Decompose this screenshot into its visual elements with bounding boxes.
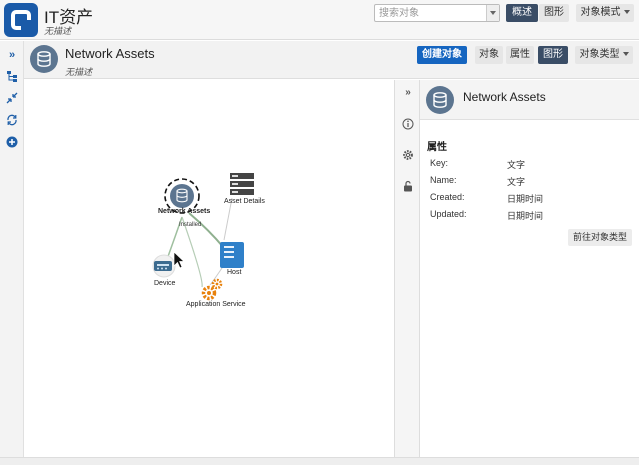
database-icon: [30, 45, 58, 73]
property-value: 日期时间: [507, 194, 544, 204]
detail-title: Network Assets: [463, 90, 546, 104]
device-node-icon: [152, 254, 176, 278]
object-type-button[interactable]: 对象类型: [575, 46, 633, 64]
detail-header: Network Assets: [420, 80, 639, 120]
property-key: Key:: [430, 158, 449, 168]
left-rail: »: [0, 41, 24, 465]
detail-panel: Network Assets 属性 Key: 文字 Name: 文字 Creat…: [420, 80, 639, 457]
info-icon[interactable]: [401, 118, 415, 132]
search-box: [374, 4, 500, 22]
lock-icon[interactable]: [401, 180, 415, 194]
edge-assetdetails-host: [223, 197, 233, 241]
tab-overview[interactable]: 概述: [506, 4, 538, 22]
graph-edges: [152, 173, 254, 301]
edge-label-installed: Installed: [179, 222, 202, 228]
search-input[interactable]: [375, 5, 487, 21]
property-key: Name:: [430, 175, 457, 185]
hierarchy-icon[interactable]: [5, 70, 19, 84]
property-value: 日期时间: [507, 211, 544, 221]
chevron-down-icon: [622, 52, 629, 57]
node-label-host[interactable]: Host: [227, 269, 242, 276]
property-value: 文字: [507, 177, 526, 187]
property-value: 文字: [507, 160, 526, 170]
network-assets-node-icon: [170, 184, 194, 208]
asset-title: Network Assets: [65, 46, 155, 61]
object-mode-label: 对象模式: [580, 7, 621, 18]
bottom-bar: [0, 457, 639, 465]
edge-network-appservice: [181, 216, 203, 288]
tab-graph-top[interactable]: 图形: [539, 4, 569, 22]
chevron-down-icon: [623, 10, 630, 15]
app-title: IT资产: [44, 8, 94, 27]
mouse-cursor-icon: [173, 251, 185, 269]
application-service-node-icon: [201, 278, 223, 301]
property-row: Key: 文字: [430, 158, 630, 172]
node-label-device[interactable]: Device: [154, 280, 176, 287]
expand-icon[interactable]: »: [405, 87, 411, 98]
property-key: Created:: [430, 192, 465, 202]
property-row: Updated: 日期时间: [430, 209, 630, 223]
node-label-network-assets[interactable]: Network Assets: [158, 208, 211, 215]
graph-canvas[interactable]: Network Assets Installed Asset Details H…: [24, 80, 394, 457]
tab-graph[interactable]: 图形: [538, 46, 568, 64]
app-logo-icon[interactable]: [4, 3, 38, 37]
node-label-asset-details[interactable]: Asset Details: [224, 198, 265, 205]
asset-subtitle: 无描述: [65, 67, 93, 77]
goto-object-type-button[interactable]: 前往对象类型: [568, 229, 632, 246]
search-dropdown-icon[interactable]: [486, 5, 499, 21]
sub-header: Network Assets 无描述 创建对象 对象 属性 图形 对象类型: [24, 41, 639, 79]
tab-attribute[interactable]: 属性: [506, 46, 534, 64]
property-row: Created: 日期时间: [430, 192, 630, 206]
app-subtitle: 无描述: [44, 26, 72, 36]
selected-ring: [164, 178, 200, 214]
host-node-icon: [220, 242, 244, 268]
top-header: IT资产 无描述 概述 图形 对象模式: [0, 0, 639, 40]
database-icon: [426, 86, 454, 114]
tab-object[interactable]: 对象: [475, 46, 503, 64]
object-type-label: 对象类型: [579, 49, 620, 60]
asset-details-node-icon: [230, 173, 254, 195]
edge-network-host: [188, 212, 225, 249]
property-key: Updated:: [430, 209, 467, 219]
collapse-icon[interactable]: [5, 92, 19, 106]
node-label-application-service[interactable]: Application Service: [186, 301, 246, 308]
side-icon-strip: »: [394, 80, 420, 457]
create-object-button[interactable]: 创建对象: [417, 46, 467, 64]
add-circle-icon[interactable]: [5, 136, 19, 150]
property-row: Name: 文字: [430, 175, 630, 189]
refresh-icon[interactable]: [5, 114, 19, 128]
properties-heading: 属性: [427, 142, 447, 153]
object-mode-button[interactable]: 对象模式: [576, 4, 634, 22]
settings-icon[interactable]: [401, 149, 415, 163]
expand-icon[interactable]: »: [8, 49, 16, 61]
